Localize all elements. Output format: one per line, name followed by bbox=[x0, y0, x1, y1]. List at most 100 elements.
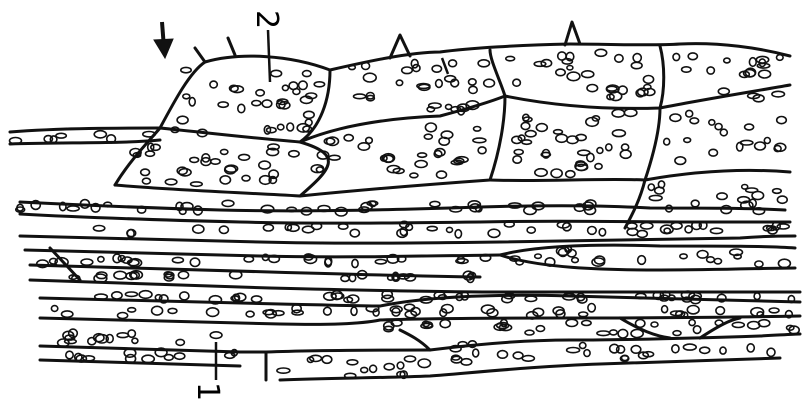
nucleus-225 bbox=[717, 193, 727, 200]
nucleus-402 bbox=[180, 292, 189, 300]
nucleus-128 bbox=[179, 169, 191, 176]
cell-wall-1 bbox=[160, 44, 790, 128]
nucleus-76 bbox=[631, 62, 642, 68]
nucleus-18 bbox=[262, 100, 272, 107]
nucleus-129 bbox=[190, 157, 199, 162]
nucleus-70 bbox=[567, 72, 580, 81]
nucleus-95 bbox=[777, 55, 784, 61]
nucleus-557 bbox=[631, 346, 641, 354]
nucleus-454 bbox=[324, 307, 332, 315]
cell-wall-29 bbox=[40, 318, 380, 324]
nucleus-98 bbox=[682, 67, 691, 72]
nucleus-310 bbox=[641, 223, 653, 229]
nucleus-120 bbox=[220, 176, 230, 184]
nucleus-299 bbox=[455, 230, 461, 238]
nucleus-29 bbox=[299, 81, 308, 89]
nucleus-306 bbox=[447, 227, 453, 232]
nucleus-52 bbox=[478, 60, 489, 67]
nucleus-204 bbox=[690, 118, 699, 124]
nucleus-118 bbox=[259, 161, 271, 169]
nucleus-290 bbox=[427, 226, 437, 230]
nucleus-145 bbox=[418, 153, 427, 157]
nucleus-517 bbox=[174, 353, 184, 359]
nucleus-548 bbox=[584, 350, 590, 357]
nucleus-216 bbox=[684, 138, 691, 143]
nucleus-87 bbox=[513, 79, 521, 86]
nucleus-504 bbox=[631, 330, 643, 338]
nucleus-322 bbox=[352, 259, 358, 267]
nucleus-110 bbox=[289, 151, 299, 157]
nucleus-484 bbox=[128, 330, 135, 337]
nucleus-303 bbox=[710, 228, 722, 233]
nucleus-453 bbox=[51, 306, 57, 312]
nucleus-296 bbox=[488, 229, 500, 237]
nucleus-231 bbox=[56, 133, 66, 138]
nucleus-226 bbox=[746, 188, 758, 192]
nucleus-552 bbox=[580, 343, 586, 349]
nucleus-540 bbox=[384, 364, 394, 370]
nucleus-195 bbox=[512, 136, 522, 143]
nucleus-508 bbox=[758, 320, 769, 327]
nucleus-30 bbox=[189, 98, 195, 106]
nucleus-123 bbox=[211, 159, 220, 164]
nucleus-202 bbox=[670, 114, 681, 121]
nucleus-304 bbox=[599, 229, 605, 236]
nucleus-482 bbox=[117, 333, 128, 338]
nucleus-207 bbox=[675, 157, 686, 165]
nucleus-40 bbox=[469, 86, 477, 93]
nucleus-55 bbox=[427, 107, 434, 112]
nucleus-564 bbox=[522, 356, 534, 362]
nucleus-401 bbox=[324, 292, 336, 300]
nucleus-261 bbox=[222, 200, 234, 206]
arrow-down-icon bbox=[154, 22, 173, 58]
nucleus-82 bbox=[644, 85, 651, 90]
nucleus-67 bbox=[556, 69, 565, 76]
nucleus-141 bbox=[410, 173, 418, 178]
nucleus-99 bbox=[673, 53, 680, 60]
nucleus-309 bbox=[263, 224, 273, 231]
nucleus-9 bbox=[293, 89, 300, 95]
nucleus-26 bbox=[282, 85, 288, 90]
nucleus-196 bbox=[523, 117, 532, 122]
nucleus-434 bbox=[61, 311, 72, 317]
nucleus-505 bbox=[651, 322, 658, 327]
nucleus-555 bbox=[610, 344, 619, 353]
nucleus-42 bbox=[363, 73, 376, 82]
nucleus-412 bbox=[155, 295, 162, 300]
nucleus-439 bbox=[769, 308, 779, 313]
nucleus-5 bbox=[271, 70, 282, 76]
nucleus-357 bbox=[707, 257, 715, 263]
nucleus-189 bbox=[624, 109, 637, 116]
nucleus-106 bbox=[707, 67, 714, 74]
nucleus-235 bbox=[44, 136, 52, 143]
nucleus-13 bbox=[303, 71, 312, 77]
nucleus-566 bbox=[567, 348, 580, 353]
nucleus-368 bbox=[114, 271, 126, 279]
nucleus-27 bbox=[181, 67, 191, 72]
nucleus-416 bbox=[139, 291, 152, 299]
nucleus-50 bbox=[436, 80, 443, 88]
nucleus-188 bbox=[606, 144, 612, 151]
nucleus-200 bbox=[709, 120, 715, 125]
nucleus-127 bbox=[221, 149, 228, 154]
nucleus-193 bbox=[554, 130, 563, 134]
nucleus-132 bbox=[142, 178, 150, 184]
nucleus-210 bbox=[755, 142, 766, 150]
nucleus-54 bbox=[349, 65, 356, 69]
nucleus-161 bbox=[478, 147, 486, 154]
nucleus-523 bbox=[164, 355, 173, 361]
nucleus-496 bbox=[689, 320, 695, 326]
nucleus-187 bbox=[597, 148, 603, 154]
nucleus-209 bbox=[715, 124, 722, 130]
nucleus-476 bbox=[210, 332, 222, 339]
pointer-line-2 bbox=[268, 30, 270, 82]
nucleus-488 bbox=[618, 329, 628, 338]
cell-wall-17 bbox=[10, 140, 160, 144]
nucleus-503 bbox=[525, 330, 534, 335]
nucleus-298 bbox=[588, 227, 597, 235]
nucleus-358 bbox=[572, 258, 579, 263]
nucleus-553 bbox=[498, 351, 508, 359]
nucleus-20 bbox=[256, 90, 264, 96]
nucleus-444 bbox=[716, 307, 725, 315]
cell-wall-6 bbox=[195, 48, 205, 62]
